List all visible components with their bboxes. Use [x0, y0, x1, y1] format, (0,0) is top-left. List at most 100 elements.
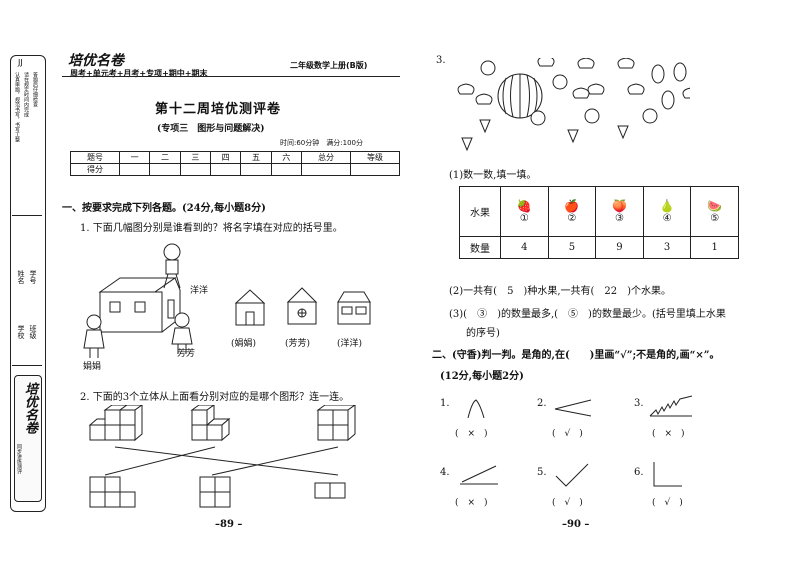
strawberry-icon: 🍓	[516, 199, 532, 213]
score-header-cell: 六	[270, 151, 302, 164]
fruit-picture	[457, 58, 690, 152]
fruit-cell: 🍓 ①	[500, 186, 549, 237]
sidebar-notice: 认真审题，规范书写，书写工整 请在规定时间内完成 答题后仔细检查	[14, 72, 40, 212]
question-two: 2. 下面的3个立体从上面看分别对应的是哪个图形？连一连。	[80, 392, 350, 403]
fruit-number: ③	[615, 213, 624, 224]
peach-icon: 🍑	[612, 199, 627, 213]
view-a-icon	[89, 476, 136, 508]
sub-question-2: (2)一共有( 5 )种水果,一共有( 22 )个水果。	[449, 286, 672, 297]
fruit-count-label: 数量	[459, 236, 501, 259]
fruit-count-cell[interactable]: 1	[690, 236, 739, 259]
class-label: 班级	[29, 325, 37, 339]
match-line[interactable]	[211, 446, 339, 476]
fruit-header-label: 水果	[459, 186, 501, 237]
header-series: 周考+单元考+月考+专项+期中+期末	[70, 69, 208, 78]
fruit-number: ②	[567, 213, 577, 224]
house-view-window	[286, 287, 318, 325]
page-number-left: –89 –	[215, 519, 243, 530]
scene-illustration	[83, 243, 193, 358]
name-yangyang: 洋洋	[190, 286, 209, 296]
fruit-cell: 🍉 ⑤	[690, 186, 739, 237]
angle-answer[interactable]: ( √ )	[552, 498, 583, 508]
score-cell[interactable]	[179, 163, 211, 176]
fruit-number: ④	[662, 213, 672, 224]
angle-answer[interactable]: ( × )	[455, 498, 488, 508]
sidebar-divider	[12, 365, 42, 366]
match-line[interactable]	[104, 446, 216, 476]
watermelon-icon	[497, 73, 543, 119]
score-cell[interactable]	[118, 163, 151, 176]
section-two-score: (12分,每小题2分)	[440, 371, 524, 382]
fruit-count-cell[interactable]: 5	[547, 236, 597, 259]
sidebar-brand-logo: 培优名卷	[22, 382, 37, 434]
angle-answer[interactable]: ( × )	[455, 429, 488, 439]
answer-blank-3[interactable]: (洋洋)	[337, 339, 363, 349]
fruit-count-cell[interactable]: 9	[595, 236, 644, 259]
strawberry-icon	[461, 119, 629, 152]
question-one: 1. 下面几幅图分别是谁看到的？将名字填在对应的括号里。	[80, 223, 343, 234]
name-field[interactable]: 姓名	[16, 270, 26, 284]
score-cell[interactable]	[270, 163, 302, 176]
girl-right-icon	[171, 312, 193, 354]
angle-number: 6.	[634, 467, 644, 478]
fruit-cell: 🍎 ②	[547, 186, 597, 237]
answer-blank-2[interactable]: (芳芳)	[285, 339, 311, 349]
angle-figure-6	[653, 462, 682, 487]
school-field[interactable]: 学校	[16, 325, 26, 339]
score-header-cell: 题号	[70, 151, 120, 164]
solid-c-icon	[316, 405, 356, 442]
angle-figure-3	[649, 395, 693, 417]
boy-on-roof-icon	[163, 243, 181, 289]
angle-figure-5	[555, 463, 589, 487]
score-cell[interactable]	[149, 163, 181, 176]
angle-answer[interactable]: ( √ )	[652, 498, 683, 508]
score-cell[interactable]	[240, 163, 272, 176]
fruit-count-table: 水果 🍓 ① 🍎 ② 🍑 ③ 🍐 ④ 🍉 ⑤ 数量 4 5 9 3 1	[459, 186, 739, 259]
fruit-count-cell[interactable]: 4	[500, 236, 549, 259]
school-label: 学校	[17, 325, 25, 339]
page-title: 第十二周培优测评卷	[155, 102, 282, 117]
class-field[interactable]: 班级	[28, 325, 38, 339]
matching-diagram	[88, 405, 356, 508]
angle-answer[interactable]: ( √ )	[552, 429, 583, 439]
angle-number: 5.	[537, 467, 547, 478]
angle-number: 3.	[634, 398, 644, 409]
match-line[interactable]	[114, 446, 339, 476]
sub-question-3: (3)( ③ )的数量最多,( ⑤ )的数量最少。(括号里填上水果	[449, 309, 726, 320]
house-view-side	[337, 291, 371, 325]
sidebar-divider	[12, 215, 42, 216]
name-fangfang: 芳芳	[177, 349, 196, 359]
view-b-icon	[199, 476, 231, 508]
sidebar	[10, 55, 46, 512]
house-icon	[98, 277, 181, 333]
score-header-cell: 等级	[349, 151, 401, 164]
angle-figure-1	[467, 399, 485, 419]
fruit-cell: 🍐 ④	[642, 186, 692, 237]
header-rule	[62, 76, 400, 77]
score-header-cell: 总分	[300, 151, 351, 164]
sidebar-brand-box: 培优名卷 同步讲练测评	[14, 375, 42, 502]
score-cell[interactable]	[349, 163, 401, 176]
answer-blank-1[interactable]: (娟娟)	[231, 339, 257, 349]
question-three: 3.	[436, 55, 446, 66]
fruit-count-cell[interactable]: 3	[642, 236, 692, 259]
angle-figure-4	[460, 465, 498, 485]
solid-a-icon	[88, 405, 143, 442]
apple-icon	[480, 60, 658, 126]
girl-left-icon	[83, 314, 105, 358]
score-row-label: 得分	[70, 163, 120, 176]
score-cell[interactable]	[300, 163, 351, 176]
angle-number: 2.	[537, 398, 547, 409]
score-header-cell: 三	[179, 151, 211, 164]
name-juanjuan: 娟娟	[83, 362, 102, 372]
pear-icon: 🍐	[659, 199, 675, 213]
angle-answer[interactable]: ( × )	[652, 429, 685, 439]
fruit-number: ⑤	[710, 213, 720, 224]
score-cell[interactable]	[209, 163, 242, 176]
time-score: 时间:60分钟 满分:100分	[280, 139, 363, 147]
view-c-icon	[314, 482, 346, 499]
sidebar-notice-line: 答题后仔细检查	[32, 72, 38, 107]
section-two-heading: 二、(守香)判一判。是角的,在( )里画“√”;不是角的,画“×”。	[432, 350, 720, 361]
student-id-field[interactable]: 学号	[28, 270, 38, 284]
sidebar-code: JJ	[18, 58, 23, 67]
